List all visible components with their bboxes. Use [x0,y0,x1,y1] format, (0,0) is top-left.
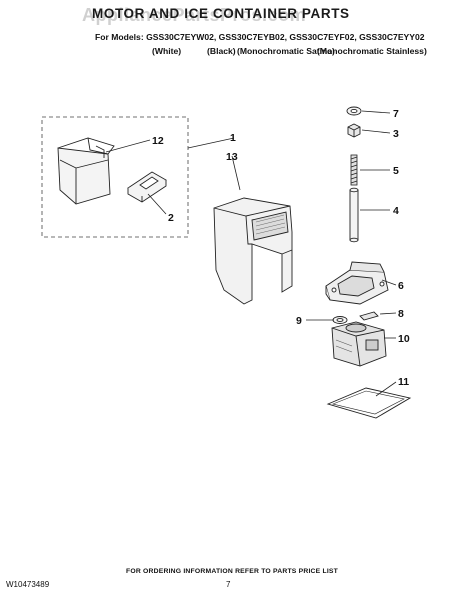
document-number: W10473489 [6,580,50,589]
callout-11: 11 [398,376,409,388]
callout-7: 7 [393,108,399,120]
color-white: (White) [152,46,182,56]
washer-part-7 [346,106,362,116]
ice-door-retainer [127,171,167,203]
callout-12: 12 [152,135,164,147]
nut-part-3 [347,123,361,138]
callout-13: 13 [226,151,238,163]
motor-bracket-part-6 [325,261,389,305]
callout-8: 8 [398,308,404,320]
color-black: (Black) [207,46,236,56]
ice-container-bucket [57,137,115,205]
callout-6: 6 [398,280,404,292]
color-monochromatic-satina: (Monochromatic Satina) [237,46,335,56]
threaded-shaft-part-5 [350,154,358,186]
page-title: MOTOR AND ICE CONTAINER PARTS [92,6,350,21]
callout-10: 10 [398,333,410,345]
washer-part-9 [332,316,348,324]
leader-lines [105,110,397,397]
models-line: For Models: GSS30C7EYW02, GSS30C7EYB02, … [95,32,425,42]
rod-part-4 [349,187,359,243]
callout-4: 4 [393,205,399,217]
page-number: 7 [226,580,231,589]
callout-9: 9 [296,315,302,327]
color-monochromatic-stainless: (Monochromatic Stainless) [317,46,427,56]
ordering-note: FOR ORDERING INFORMATION REFER TO PARTS … [125,568,339,575]
callout-3: 3 [393,128,399,140]
ice-bucket-housing [213,197,293,305]
callout-2: 2 [168,212,174,224]
clip-part-8 [359,311,379,321]
dashed-group-box [41,116,189,238]
gasket-part-11 [326,387,412,419]
callout-5: 5 [393,165,399,177]
callout-1: 1 [230,132,236,144]
auger-motor-part-10 [331,321,387,367]
